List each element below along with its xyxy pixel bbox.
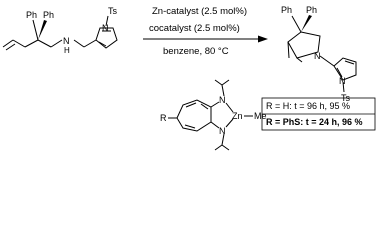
condition-cocatalyst: cocatalyst (2.5 mol%) [149, 23, 240, 34]
reaction-arrow [143, 35, 268, 43]
catalyst-n-top: N [219, 95, 226, 105]
reactant-nh-n: N [63, 36, 70, 46]
product-n: N [314, 51, 321, 61]
catalyst-r: R [160, 113, 167, 123]
product-ph-left: Ph [281, 5, 292, 15]
results-row-phs: R = PhS: t = 24 h, 96 % [266, 117, 363, 127]
results-row-h: R = H: t = 96 h, 95 % [266, 101, 350, 111]
reactant-ph-right: Ph [43, 10, 54, 20]
catalyst-n-bottom: N [219, 126, 226, 136]
reactant-nh-h: H [64, 46, 70, 55]
zn-catalyst-structure [168, 79, 253, 151]
product-ph-right: Ph [306, 5, 317, 15]
product-structure [287, 15, 357, 93]
results-table [261, 97, 376, 131]
condition-catalyst: Zn-catalyst (2.5 mol%) [152, 6, 247, 17]
condition-solvent-temp: benzene, 80 °C [163, 46, 229, 57]
product-pyrrole-n: N [339, 76, 346, 86]
reactant-pyrrole-n: N [102, 23, 109, 33]
catalyst-me: Me [254, 111, 267, 121]
reactant-ts: Ts [108, 6, 118, 16]
reaction-scheme: Ph Ph N H N Ts Zn-catalyst (2.5 mol%) co… [2, 5, 376, 151]
catalyst-zn: Zn [232, 111, 243, 121]
reactant-ph-left: Ph [26, 10, 37, 20]
reactant-structure [2, 15, 118, 51]
